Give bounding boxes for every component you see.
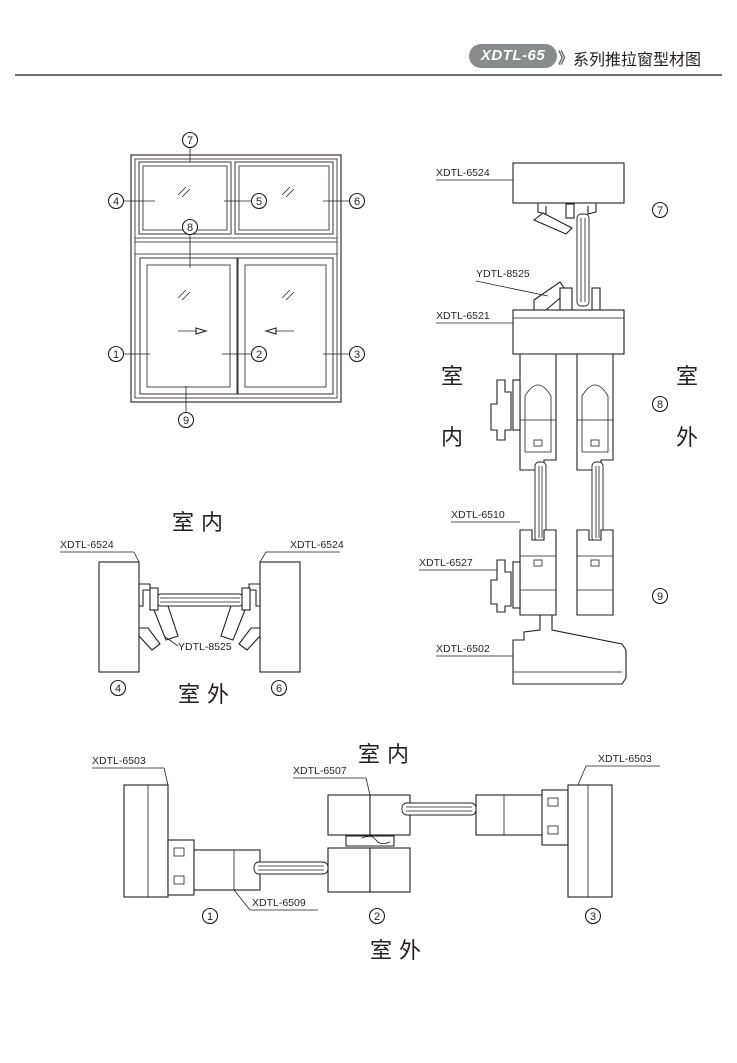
marker-2: 2 bbox=[250, 345, 268, 363]
svg-text:8: 8 bbox=[187, 222, 193, 234]
marker-9: 9 bbox=[177, 411, 195, 429]
marker-7: 7 bbox=[181, 131, 199, 149]
svg-text:6: 6 bbox=[354, 196, 360, 208]
label-outdoor-wai: 外 bbox=[676, 426, 698, 451]
label-6503-left: XDTL-6503 bbox=[92, 755, 146, 767]
marker-4-section: 4 bbox=[109, 679, 127, 697]
chevron-right-icon: 》 bbox=[558, 50, 573, 67]
label-6510: XDTL-6510 bbox=[451, 509, 505, 521]
svg-text:9: 9 bbox=[183, 415, 189, 427]
marker-8-section: 8 bbox=[651, 395, 669, 413]
label-6527: XDTL-6527 bbox=[419, 557, 473, 569]
series-badge: XDTL-65 bbox=[469, 44, 557, 68]
label-6502: XDTL-6502 bbox=[436, 643, 490, 655]
marker-9-section: 9 bbox=[651, 587, 669, 605]
vertical-section: XDTL-6524 YDTL-8525 XDTL-6521 XDTL-6510 … bbox=[419, 162, 698, 685]
marker-8: 8 bbox=[181, 218, 199, 236]
svg-text:6: 6 bbox=[276, 683, 282, 695]
header-rule bbox=[15, 74, 722, 76]
svg-text:4: 4 bbox=[115, 683, 121, 695]
svg-text:3: 3 bbox=[590, 911, 596, 923]
svg-text:2: 2 bbox=[256, 349, 262, 361]
label-outdoor-shi: 室 bbox=[676, 365, 698, 390]
window-elevation: 7 4 5 6 8 1 2 3 9 bbox=[107, 131, 366, 429]
marker-3-section: 3 bbox=[584, 907, 602, 925]
label-6503-right: XDTL-6503 bbox=[598, 753, 652, 765]
page-title: 系列推拉窗型材图 bbox=[573, 52, 702, 69]
marker-6-section: 6 bbox=[270, 679, 288, 697]
svg-text:8: 8 bbox=[657, 399, 663, 411]
label-6524-top: XDTL-6524 bbox=[436, 167, 490, 179]
marker-2-section: 2 bbox=[368, 907, 386, 925]
svg-text:3: 3 bbox=[354, 349, 360, 361]
label-indoor-mid: 室 内 bbox=[172, 511, 223, 536]
svg-text:4: 4 bbox=[113, 196, 119, 208]
label-6509: XDTL-6509 bbox=[252, 897, 306, 909]
label-8525-mid: YDTL-8525 bbox=[178, 641, 232, 653]
label-8525-top: YDTL-8525 bbox=[476, 268, 530, 280]
section-1-2-3: 室 内 室 外 bbox=[92, 743, 660, 964]
marker-4: 4 bbox=[107, 192, 125, 210]
label-6521: XDTL-6521 bbox=[436, 310, 490, 322]
marker-6: 6 bbox=[348, 192, 366, 210]
marker-3: 3 bbox=[348, 345, 366, 363]
label-outdoor-bottom: 室 外 bbox=[370, 939, 421, 964]
svg-text:1: 1 bbox=[207, 911, 213, 923]
svg-text:2: 2 bbox=[374, 911, 380, 923]
marker-1: 1 bbox=[107, 345, 125, 363]
label-indoor-nei: 内 bbox=[441, 426, 463, 451]
label-indoor-bottom: 室 内 bbox=[358, 743, 409, 768]
marker-7-section: 7 bbox=[651, 201, 669, 219]
label-6507: XDTL-6507 bbox=[293, 765, 347, 777]
svg-text:5: 5 bbox=[256, 196, 262, 208]
label-outdoor-mid: 室 外 bbox=[178, 683, 229, 708]
marker-1-section: 1 bbox=[201, 907, 219, 925]
svg-text:7: 7 bbox=[657, 205, 663, 217]
svg-text:1: 1 bbox=[113, 349, 119, 361]
label-indoor-shi: 室 bbox=[441, 365, 463, 390]
svg-text:7: 7 bbox=[187, 135, 193, 147]
section-4-6: 室 内 室 外 XDTL-6524 XDTL-6524 YDTL-8525 4 … bbox=[60, 511, 344, 708]
svg-text:9: 9 bbox=[657, 591, 663, 603]
label-6524-left: XDTL-6524 bbox=[60, 539, 114, 551]
label-6524-right: XDTL-6524 bbox=[290, 539, 344, 551]
marker-5: 5 bbox=[250, 192, 268, 210]
